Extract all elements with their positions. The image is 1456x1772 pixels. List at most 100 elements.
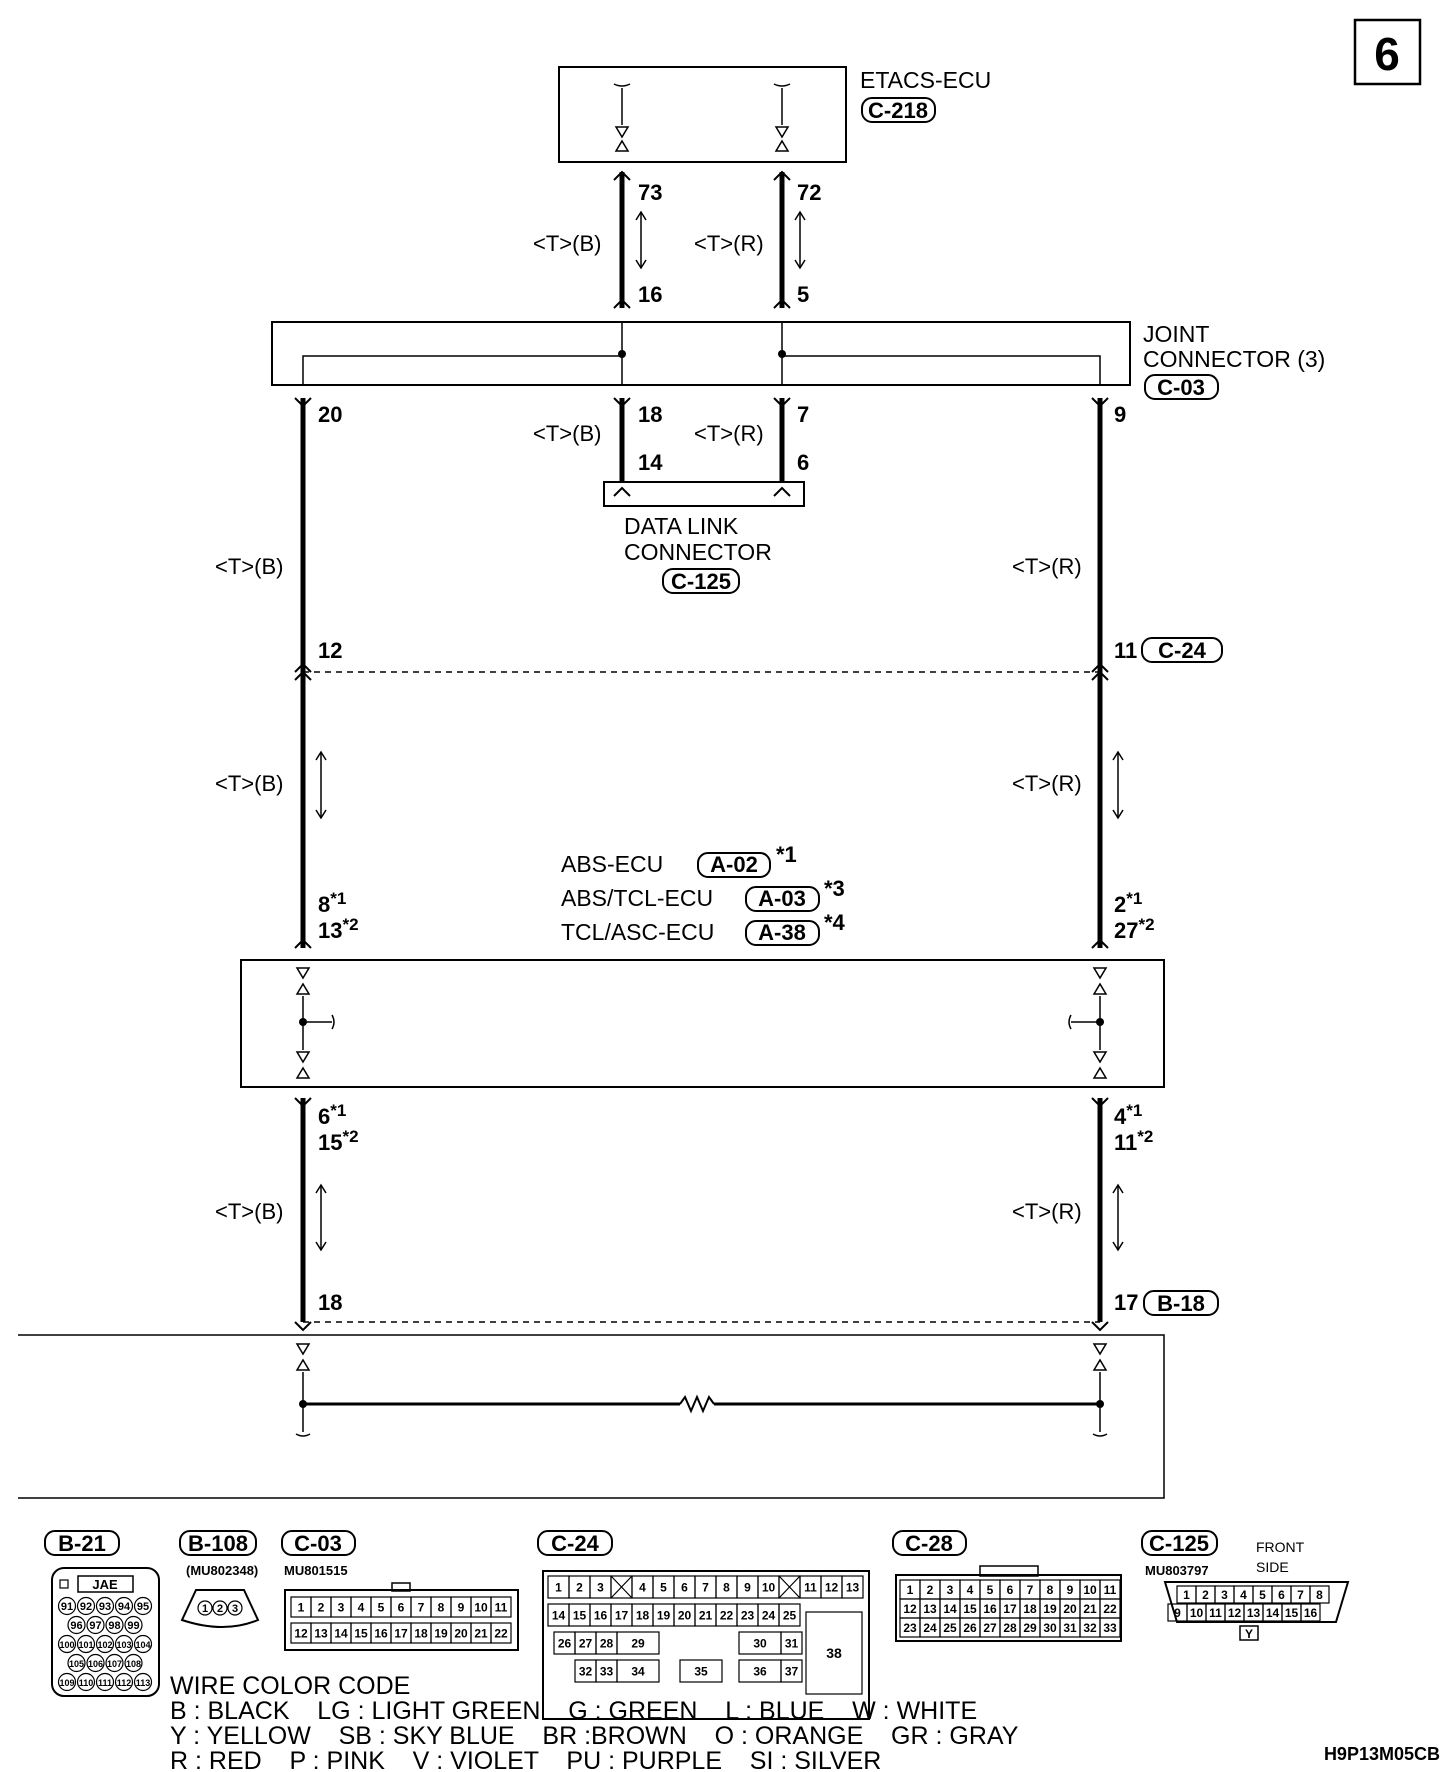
- c28-label: 22: [1103, 1602, 1117, 1616]
- c28-label: 4: [967, 1583, 974, 1597]
- b21-pin-label: 105: [69, 1659, 84, 1669]
- b21-pin-label: 96: [70, 1620, 82, 1632]
- c125-side-1: FRONT: [1256, 1539, 1305, 1555]
- c03-label: 19: [434, 1626, 448, 1640]
- bidirectional-arrows: [315, 210, 1124, 1252]
- inline2-code: B-18: [1157, 1291, 1205, 1316]
- c28-label: 2: [927, 1583, 934, 1597]
- c28-label: 20: [1063, 1602, 1077, 1616]
- inline2-pin-right: 17: [1114, 1290, 1138, 1315]
- dlc-label-1: DATA LINK: [624, 513, 739, 539]
- c125-label: 12: [1228, 1606, 1242, 1620]
- main-wires: [300, 172, 1103, 1322]
- figure-code: H9P13M05CB: [1324, 1744, 1440, 1764]
- etacs-pin-right: 72: [797, 180, 821, 205]
- b21-pin: [124, 1615, 143, 1635]
- c28-label: 28: [1003, 1621, 1017, 1635]
- wire-label-left-1: <T>(B): [215, 554, 283, 579]
- c125-part: MU803797: [1145, 1563, 1209, 1578]
- c24-label: 19: [657, 1608, 671, 1622]
- c24-cell: [616, 1659, 660, 1683]
- c03-label: 10: [474, 1600, 488, 1614]
- abs-node-right: [1096, 1018, 1104, 1026]
- c24-label: 25: [783, 1608, 797, 1622]
- c24-code: C-24: [551, 1531, 599, 1556]
- c125-label: 2: [1202, 1588, 1209, 1602]
- bottom-node-left: [299, 1400, 307, 1408]
- c125-label: 14: [1266, 1606, 1280, 1620]
- c03-label: 20: [454, 1626, 468, 1640]
- dlc-code: C-125: [671, 569, 731, 594]
- abs-row-1-note: *1: [776, 842, 797, 867]
- dlc-box: [603, 481, 805, 507]
- c28-label: 6: [1007, 1583, 1014, 1597]
- bottom-node-right: [1096, 1400, 1104, 1408]
- inline1-pin-left: 12: [318, 638, 342, 663]
- c03-label: 2: [318, 1600, 325, 1614]
- c24-label: 18: [636, 1608, 650, 1622]
- c28-label: 7: [1027, 1583, 1034, 1597]
- c03-label: 17: [394, 1626, 408, 1640]
- c28-label: 1: [907, 1583, 914, 1597]
- c28-label: 24: [923, 1621, 937, 1635]
- b21-maker: JAE: [92, 1577, 118, 1592]
- c03-label: 7: [418, 1600, 425, 1614]
- c28-label: 25: [943, 1621, 957, 1635]
- joint-node-left: [618, 350, 626, 358]
- wire-label-left-2: <T>(B): [215, 771, 283, 796]
- c24-cell: [616, 1631, 660, 1655]
- abs-row-2-code: A-03: [758, 886, 806, 911]
- c24-label: 28: [600, 1636, 614, 1650]
- inline1-code: C-24: [1158, 638, 1206, 663]
- legend-title: WIRE COLOR CODE: [170, 1672, 410, 1700]
- c28-label: 8: [1047, 1583, 1054, 1597]
- joint-internal-bus: [302, 322, 1101, 385]
- c125-cell: [1309, 1585, 1330, 1604]
- b21-pin-label: 111: [98, 1678, 112, 1688]
- etacs-internal-symbols: [613, 83, 791, 152]
- b21-pin: [133, 1672, 153, 1692]
- c125-label: 13: [1247, 1606, 1261, 1620]
- b21-pin: [114, 1596, 134, 1616]
- c125-label: 8: [1316, 1588, 1323, 1602]
- c24-label: 31: [785, 1636, 799, 1650]
- c03-label: 4: [358, 1600, 365, 1614]
- c125-code: C-125: [1149, 1531, 1209, 1556]
- c28-code: C-28: [905, 1531, 953, 1556]
- c125-label: 4: [1240, 1588, 1247, 1602]
- c28-label: 23: [903, 1621, 917, 1635]
- c28-label: 15: [963, 1602, 977, 1616]
- b21-pin: [95, 1672, 115, 1692]
- wire-color-legend: WIRE COLOR CODE B : BLACK LG : LIGHT GRE…: [170, 1672, 1019, 1772]
- c125-label: 10: [1190, 1606, 1204, 1620]
- c24-cell: [679, 1659, 723, 1683]
- abs-row-3-note: *4: [824, 910, 846, 935]
- legend-line-3: R : RED P : PINK V : VIOLET PU : PURPLE …: [170, 1747, 881, 1772]
- c03-label: 9: [458, 1600, 465, 1614]
- c24-label: 8: [723, 1580, 730, 1594]
- joint-pin-top-left: 16: [638, 282, 662, 307]
- c28-label: 9: [1067, 1583, 1074, 1597]
- c03-label: 6: [398, 1600, 405, 1614]
- abs-pin-bot-left-2: 15*2: [318, 1127, 359, 1155]
- b21-pin: [105, 1653, 124, 1673]
- dlc-pin-right: 6: [797, 450, 809, 475]
- c24-label: 1: [555, 1580, 562, 1594]
- wire-labels: <T>(B) <T>(R) <T>(B) <T>(R) <T>(B) <T>(R…: [215, 231, 1082, 1224]
- abs-row-2-name: ABS/TCL-ECU: [561, 885, 713, 911]
- c24-label: 21: [699, 1608, 713, 1622]
- legend-line-1: B : BLACK LG : LIGHT GREEN G : GREEN L :…: [170, 1697, 977, 1725]
- b21-pin: [67, 1615, 86, 1635]
- wire-label-right-2: <T>(R): [1012, 771, 1082, 796]
- c28-label: 21: [1083, 1602, 1097, 1616]
- c28-label: 31: [1063, 1621, 1077, 1635]
- c125-label: 16: [1304, 1606, 1318, 1620]
- c24-label: 22: [720, 1608, 734, 1622]
- c125-label: 11: [1209, 1606, 1222, 1620]
- c24-label: 4: [639, 1580, 646, 1594]
- b21-pin: [124, 1653, 143, 1673]
- c24-label: 5: [660, 1580, 667, 1594]
- wire-label-dlc-r: <T>(R): [694, 421, 764, 446]
- b21-pin-label: 101: [78, 1640, 93, 1650]
